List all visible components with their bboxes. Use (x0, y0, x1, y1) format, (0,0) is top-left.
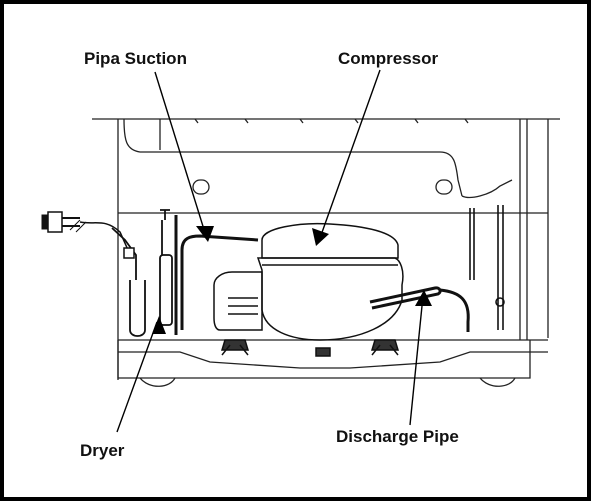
leader-lines (116, 69, 424, 433)
right-side-tubes (469, 205, 505, 330)
arrowheads (152, 226, 432, 334)
label-discharge-pipe: Discharge Pipe (336, 427, 459, 446)
suction-pipe (174, 215, 259, 335)
discharge-pipe (369, 286, 470, 332)
cabinet-outline (92, 118, 560, 387)
label-dryer: Dryer (80, 441, 125, 460)
power-plug-icon (41, 211, 135, 259)
label-pipa-suction: Pipa Suction (84, 49, 187, 68)
compressor-body (213, 222, 404, 357)
label-compressor: Compressor (338, 49, 439, 68)
